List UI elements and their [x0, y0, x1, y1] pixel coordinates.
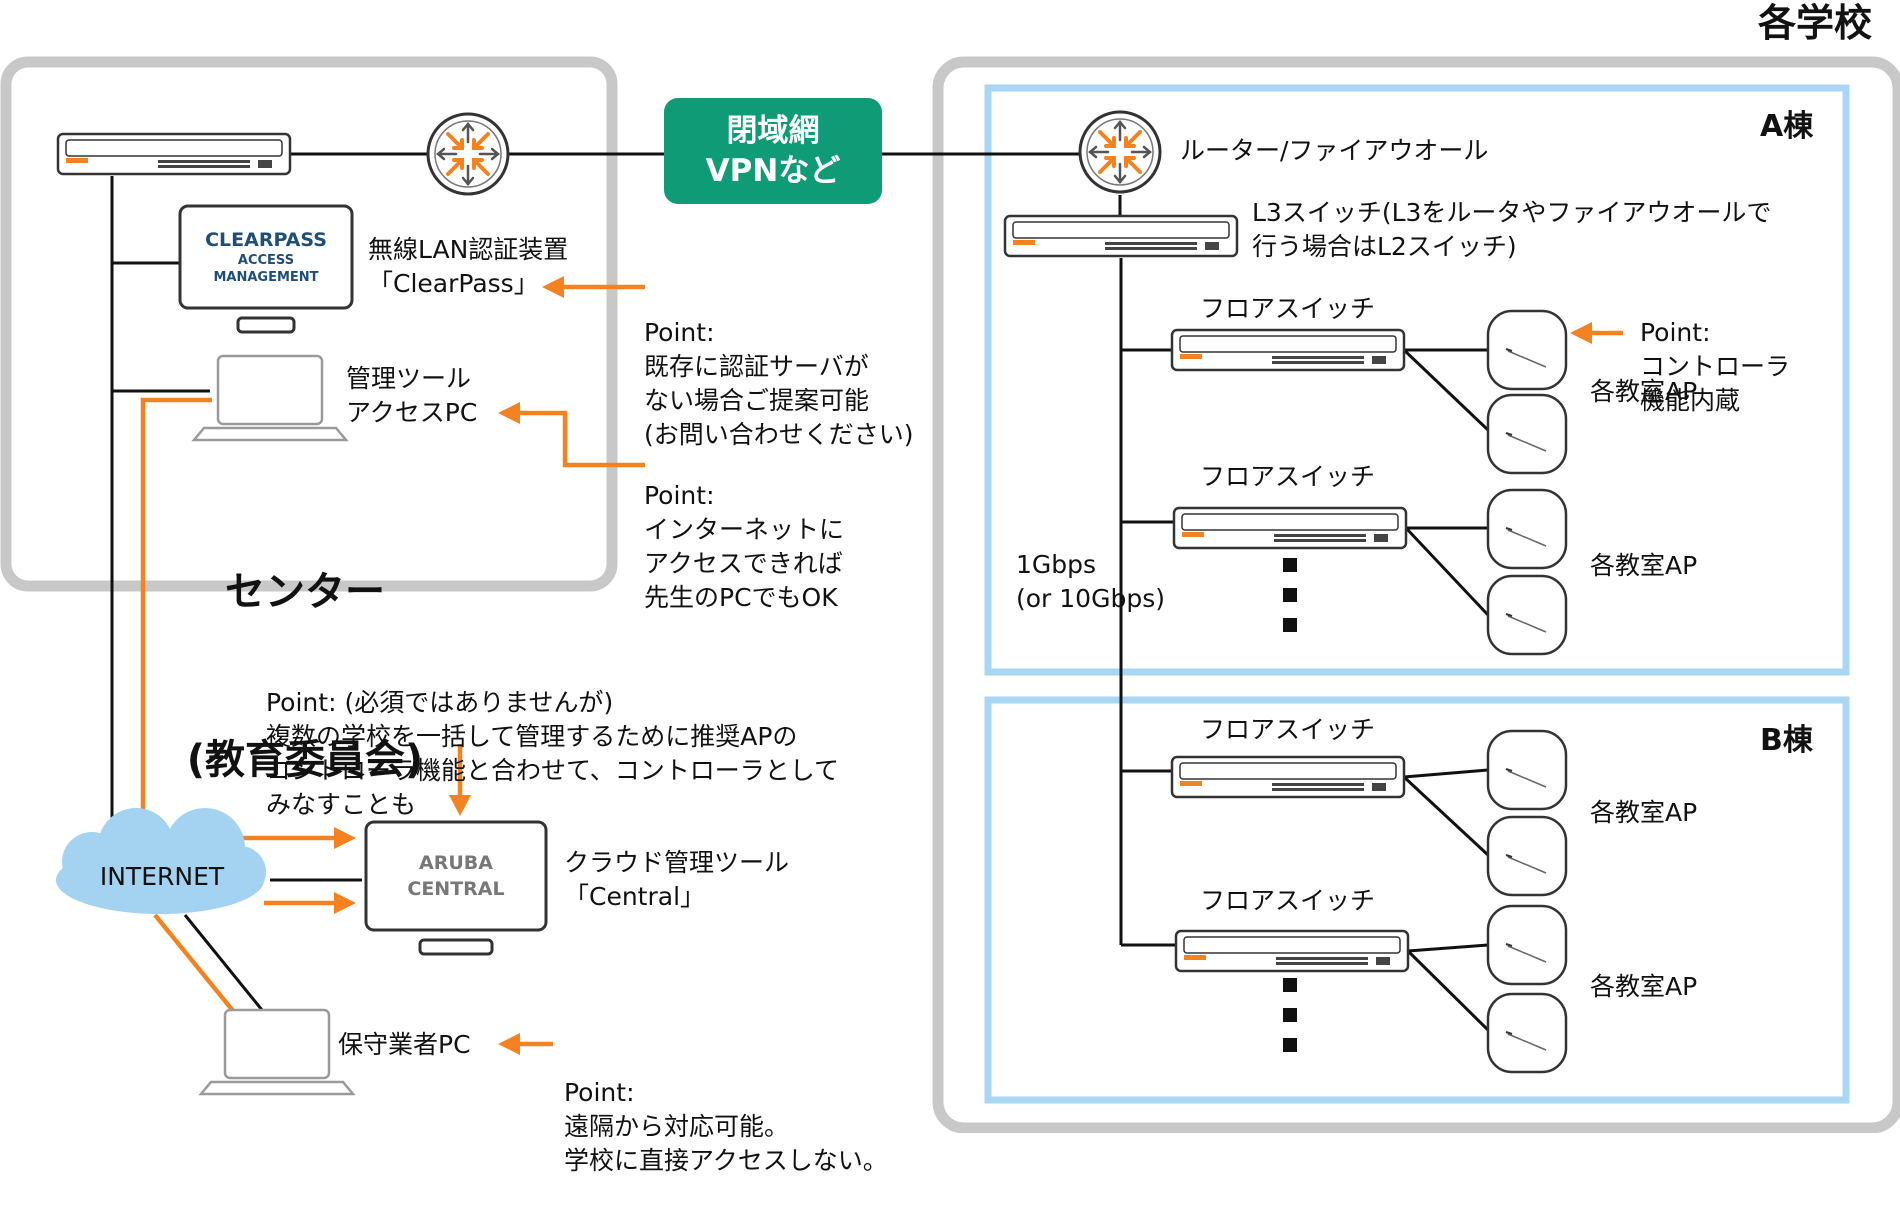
clearpass-logo-line3: MANAGEMENT	[213, 270, 319, 285]
network-diagram	[0, 56, 1900, 1133]
school-router-icon	[1078, 110, 1162, 194]
speed-line2: (or 10Gbps)	[1016, 584, 1165, 613]
floor-switch-label: フロアスイッチ	[1200, 462, 1376, 491]
network-links	[110, 152, 1490, 1032]
school-router-label: ルーター/ファイアウオール	[1180, 136, 1489, 165]
central-label: クラウド管理ツール「Central」	[564, 846, 789, 914]
classroom-ap-label: 各教室AP	[1590, 798, 1698, 827]
vpn-line1: 閉域網	[726, 113, 820, 149]
central-monitor-icon	[364, 820, 548, 956]
school-panel	[932, 56, 1900, 1133]
admin-pc-line1: 管理ツール	[346, 364, 472, 393]
floor-switch-label: フロアスイッチ	[1200, 886, 1376, 915]
access-point-icon	[1486, 488, 1568, 570]
note-line: Point: (必須ではありませんが)	[266, 688, 614, 717]
floor-switch-icon	[1172, 506, 1408, 550]
note-line: コントローラ機能と合わせて、コントローラとして	[266, 756, 840, 785]
note-line: Point:	[1640, 318, 1711, 347]
ap-note: Point: コントローラ機能内蔵	[1640, 248, 1790, 452]
clearpass-label-line2: 「ClearPass」	[368, 269, 539, 298]
note-line: アクセスできれば	[644, 549, 843, 578]
note-line: 先生のPCでもOK	[644, 583, 838, 612]
schools-title: 各学校	[1758, 1, 1873, 45]
l3-switch-label: L3スイッチ(L3をルータやファイアウオールで行う場合はL2スイッチ)	[1252, 196, 1771, 264]
maintenance-laptop-icon	[199, 1008, 355, 1096]
center-router-icon	[426, 112, 510, 196]
center-title-line2: (教育委員会)	[186, 737, 424, 783]
admin-note: Point: インターネットにアクセスできれば先生のPCでもOK	[644, 411, 844, 649]
central-logo-line1: ARUBA	[419, 852, 493, 874]
central-logo: ARUBA CENTRAL	[366, 850, 546, 902]
vpn-badge: 閉域網 VPNなど	[664, 98, 882, 204]
clearpass-logo-line2: ACCESS	[237, 253, 295, 268]
center-title: センター (教育委員会)	[150, 452, 460, 844]
access-point-icon	[1486, 904, 1568, 986]
central-logo-line2: CENTRAL	[407, 878, 505, 900]
note-line: (お問い合わせください)	[644, 420, 914, 449]
note-line: 遠隔から対応可能。	[564, 1112, 790, 1141]
clearpass-logo: CLEARPASS ACCESS MANAGEMENT	[180, 228, 352, 286]
central-label-line2: 「Central」	[564, 882, 706, 911]
note-line: 複数の学校を一括して管理するために推奨APの	[266, 722, 798, 751]
note-line: コントローラ	[1640, 352, 1791, 381]
access-point-icon	[1486, 309, 1568, 391]
floor-switch-label: フロアスイッチ	[1200, 294, 1376, 323]
l3-switch-icon	[1003, 214, 1239, 258]
more-switches-ellipsis	[1283, 978, 1297, 1068]
clearpass-monitor-icon	[178, 204, 354, 334]
floor-switch-icon	[1174, 929, 1410, 973]
note-line: インターネットに	[644, 515, 845, 544]
maintenance-pc-label: 保守業者PC	[338, 1030, 471, 1059]
center-panel	[0, 56, 618, 592]
clearpass-logo-line1: CLEARPASS	[205, 229, 327, 251]
building-a-frame	[984, 84, 1850, 676]
note-line: 既存に認証サーバが	[644, 352, 869, 381]
l3-label-line1: L3スイッチ(L3をルータやファイアウオールで	[1252, 198, 1772, 227]
internet-cloud-icon	[56, 808, 266, 914]
access-point-icon	[1486, 393, 1568, 475]
internet-label: INTERNET	[99, 862, 225, 891]
note-line: 機能内蔵	[1640, 386, 1741, 415]
floor-switch-icon	[1170, 328, 1406, 372]
access-point-icon	[1486, 815, 1568, 897]
speed-line1: 1Gbps	[1016, 550, 1097, 579]
classroom-ap-label: 各教室AP	[1590, 972, 1698, 1001]
central-note: Point: (必須ではありませんが) 複数の学校を一括して管理するために推奨AP…	[266, 618, 839, 856]
floor-switch-label: フロアスイッチ	[1200, 715, 1376, 744]
building-b-frame	[984, 696, 1850, 1104]
classroom-ap-label: 各教室AP	[1590, 377, 1698, 406]
clearpass-label: 無線LAN認証装置「ClearPass」	[368, 233, 568, 301]
more-switches-ellipsis	[1283, 558, 1297, 648]
floor-switch-icon	[1170, 755, 1406, 799]
classroom-ap-label: 各教室AP	[1590, 551, 1698, 580]
central-label-line1: クラウド管理ツール	[564, 848, 790, 877]
access-point-icon	[1486, 992, 1568, 1074]
center-switch-icon	[56, 132, 292, 176]
admin-pc-label: 管理ツールアクセスPC	[346, 362, 477, 430]
building-a-label: A棟	[1760, 109, 1814, 144]
l3-label-line2: 行う場合はL2スイッチ)	[1252, 232, 1517, 261]
access-point-icon	[1486, 729, 1568, 811]
note-line: 学校に直接アクセスしない。	[564, 1146, 888, 1175]
vpn-line2: VPNなど	[705, 153, 841, 189]
admin-pc-line2: アクセスPC	[346, 398, 478, 427]
note-line: Point:	[644, 318, 715, 347]
orange-flows	[140, 276, 1623, 1055]
admin-laptop-icon	[192, 354, 348, 442]
center-title-line1: センター	[225, 569, 385, 615]
building-b-label: B棟	[1760, 723, 1813, 758]
note-line: みなすことも	[266, 790, 417, 819]
note-line: Point:	[644, 481, 715, 510]
note-line: ない場合ご提案可能	[644, 386, 870, 415]
note-line: Point:	[564, 1078, 635, 1107]
clearpass-note: Point: 既存に認証サーバがない場合ご提案可能 (お問い合わせください)	[644, 248, 914, 486]
link-speed-label: 1Gbps (or 10Gbps)	[1016, 548, 1165, 616]
maintenance-note: Point: 遠隔から対応可能。学校に直接アクセスしない。	[564, 1008, 888, 1212]
clearpass-label-line1: 無線LAN認証装置	[368, 235, 569, 264]
access-point-icon	[1486, 574, 1568, 656]
